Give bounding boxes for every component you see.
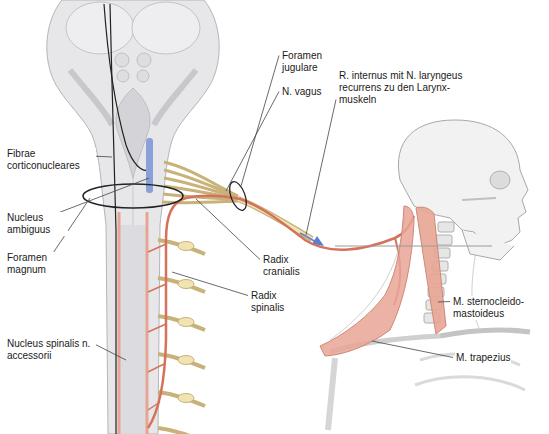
mandible <box>462 230 514 260</box>
spinal-grey-matter <box>118 225 148 434</box>
brainstem <box>47 0 219 434</box>
anatomy-label: M. trapezius <box>455 352 511 364</box>
anatomy-label: N. vagus <box>281 86 322 98</box>
corticonuclear-fibre <box>110 4 116 434</box>
spinal-root-branch <box>148 402 160 410</box>
spinal-nerve <box>158 392 205 406</box>
vertebra <box>436 235 452 245</box>
anatomy-label: Nucleus spinalis n. accessorii <box>6 338 96 362</box>
colliculus <box>137 53 151 67</box>
leader-line <box>93 344 126 361</box>
spinal-root-branch <box>148 244 166 252</box>
spinal-ganglion <box>178 356 194 365</box>
rib <box>415 377 525 390</box>
thalamus <box>132 2 200 54</box>
leader-line <box>372 341 453 358</box>
fourth-ventricle <box>116 88 150 178</box>
accessory-nerve <box>148 196 414 428</box>
leader-line <box>241 56 279 187</box>
anatomy-label: R. internus mit N. laryngeus recurrens z… <box>338 70 472 106</box>
spinal-ganglion <box>178 280 194 289</box>
zygomatic-arch <box>462 198 496 200</box>
anatomy-label: Radix cranialis <box>262 254 319 278</box>
skull <box>398 120 528 246</box>
thalamus <box>66 2 134 54</box>
leader-line <box>226 92 279 192</box>
spinal-accessory-nucleus <box>118 212 121 434</box>
spinal-ganglion <box>178 318 194 327</box>
humerus <box>328 358 335 430</box>
anatomy-label: Foramen magnum <box>6 252 68 276</box>
clavicle <box>440 330 530 336</box>
anatomy-label: M. sternocleido- mastoideus <box>452 296 546 320</box>
cerebellar-peduncle <box>154 70 196 125</box>
vertebra <box>438 222 454 232</box>
leader-line <box>438 301 450 303</box>
leader-line <box>196 199 260 260</box>
sternocleidomastoid-muscle <box>416 207 446 334</box>
foramen-magnum-ring <box>83 184 183 208</box>
orbit <box>490 171 510 189</box>
larynx-level-line <box>335 246 492 247</box>
anatomy-label: Foramen jugulare <box>281 50 341 74</box>
colliculus <box>137 70 149 82</box>
colliculus <box>117 70 129 82</box>
anatomy-label: Nucleus ambiguus <box>6 212 68 236</box>
spinal-root-branch <box>148 364 164 372</box>
anatomy-label: Radix spinalis <box>250 290 307 314</box>
cerebellar-peduncle <box>70 70 112 125</box>
spinal-root-branch <box>148 324 166 332</box>
anatomy-label: Fibrae corticonucleares <box>6 148 96 172</box>
spinal-ganglion <box>178 242 194 251</box>
spinal-accessory-nucleus <box>146 212 149 434</box>
leader-line <box>306 100 336 236</box>
spinal-root-branch <box>148 284 166 292</box>
leader-line <box>172 272 248 296</box>
spinal-nerve <box>158 428 205 434</box>
spinal-ganglion <box>178 394 194 403</box>
trapezius-muscle <box>320 206 414 356</box>
colliculus <box>115 53 129 67</box>
